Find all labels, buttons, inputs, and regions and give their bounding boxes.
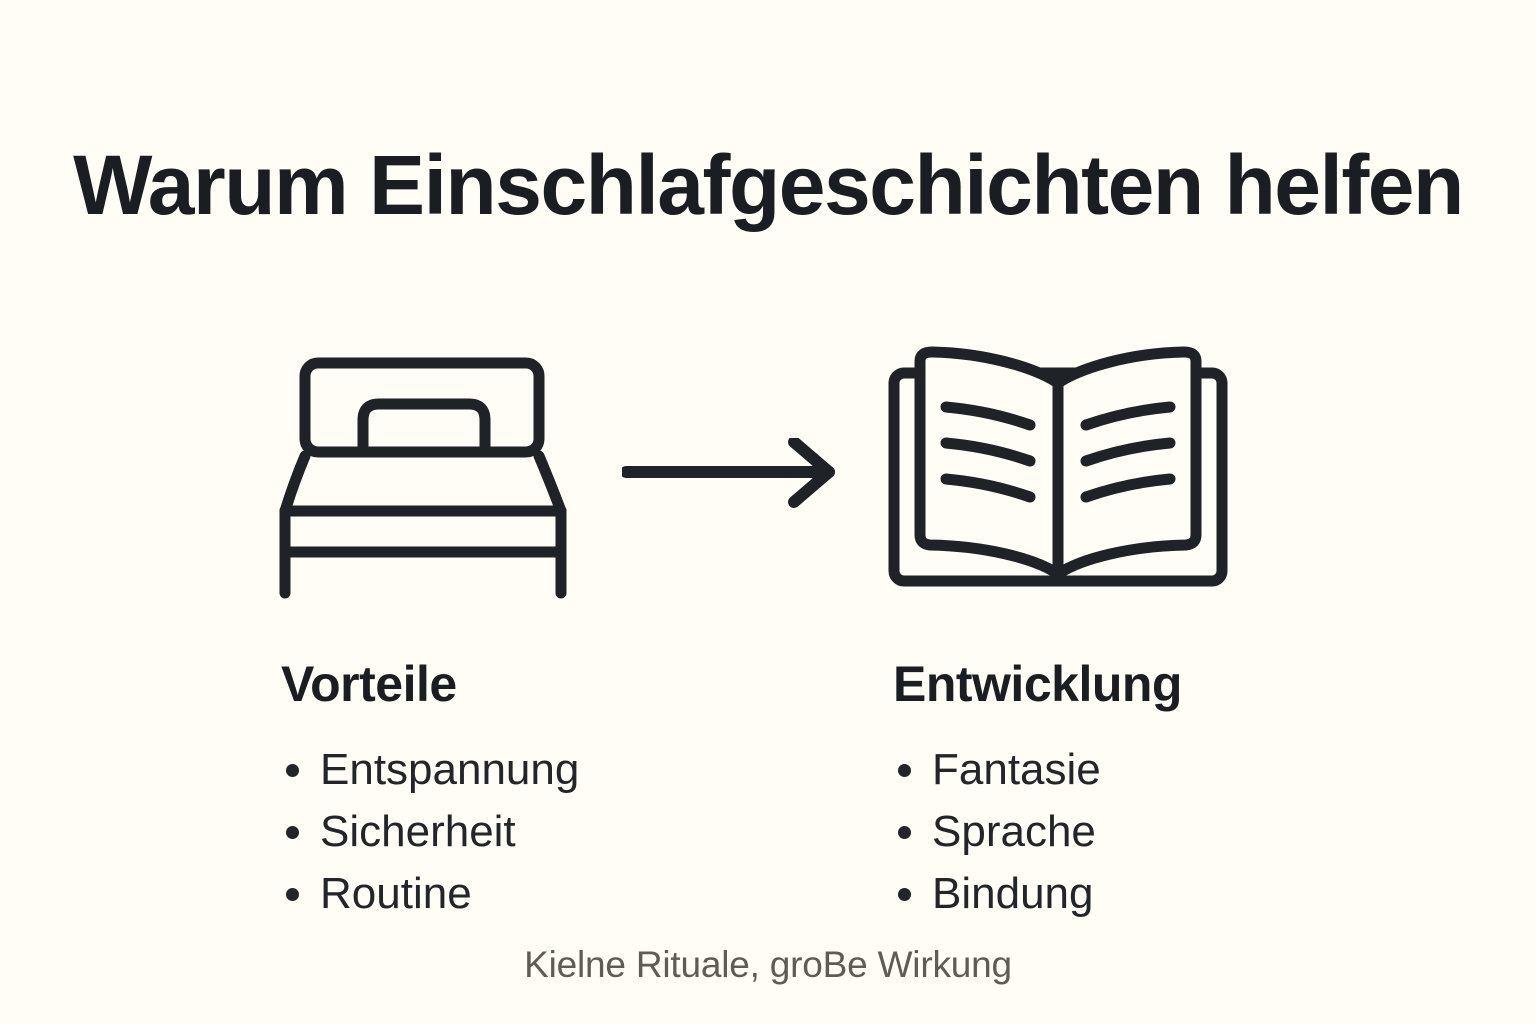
list-item-label: Sicherheit <box>320 807 516 856</box>
open-book-icon <box>888 343 1228 587</box>
development-heading: Entwicklung <box>893 656 1182 712</box>
list-item-label: Sprache <box>932 807 1096 856</box>
list-item: Sicherheit <box>281 801 761 863</box>
development-column: Entwicklung Fantasie Sprache Bindung <box>893 656 1373 925</box>
bed-icon <box>278 352 570 600</box>
list-item-label: Entspannung <box>320 745 580 794</box>
list-item: Routine <box>281 863 761 925</box>
bullet-icon <box>286 763 299 777</box>
benefits-column: Vorteile Entspannung Sicherheit Routine <box>281 656 761 925</box>
page-title: Warum Einschlafgeschichten helfen <box>73 138 1464 233</box>
list-item-label: Bindung <box>932 869 1094 918</box>
list-item: Bindung <box>893 863 1373 925</box>
bullet-icon <box>898 887 911 901</box>
list-item: Fantasie <box>893 739 1373 801</box>
list-item-label: Fantasie <box>932 745 1101 794</box>
bullet-icon <box>286 887 299 901</box>
arrow-right-icon <box>622 438 838 508</box>
list-item: Sprache <box>893 801 1373 863</box>
bullet-icon <box>286 825 299 839</box>
benefits-list: Entspannung Sicherheit Routine <box>281 739 761 925</box>
caption-text: Kielne Rituale, groBe Wirkung <box>524 944 1012 985</box>
development-list: Fantasie Sprache Bindung <box>893 739 1373 925</box>
list-item-label: Routine <box>320 869 472 918</box>
bullet-icon <box>898 763 911 777</box>
benefits-heading: Vorteile <box>281 656 457 712</box>
bullet-icon <box>898 825 911 839</box>
list-item: Entspannung <box>281 739 761 801</box>
